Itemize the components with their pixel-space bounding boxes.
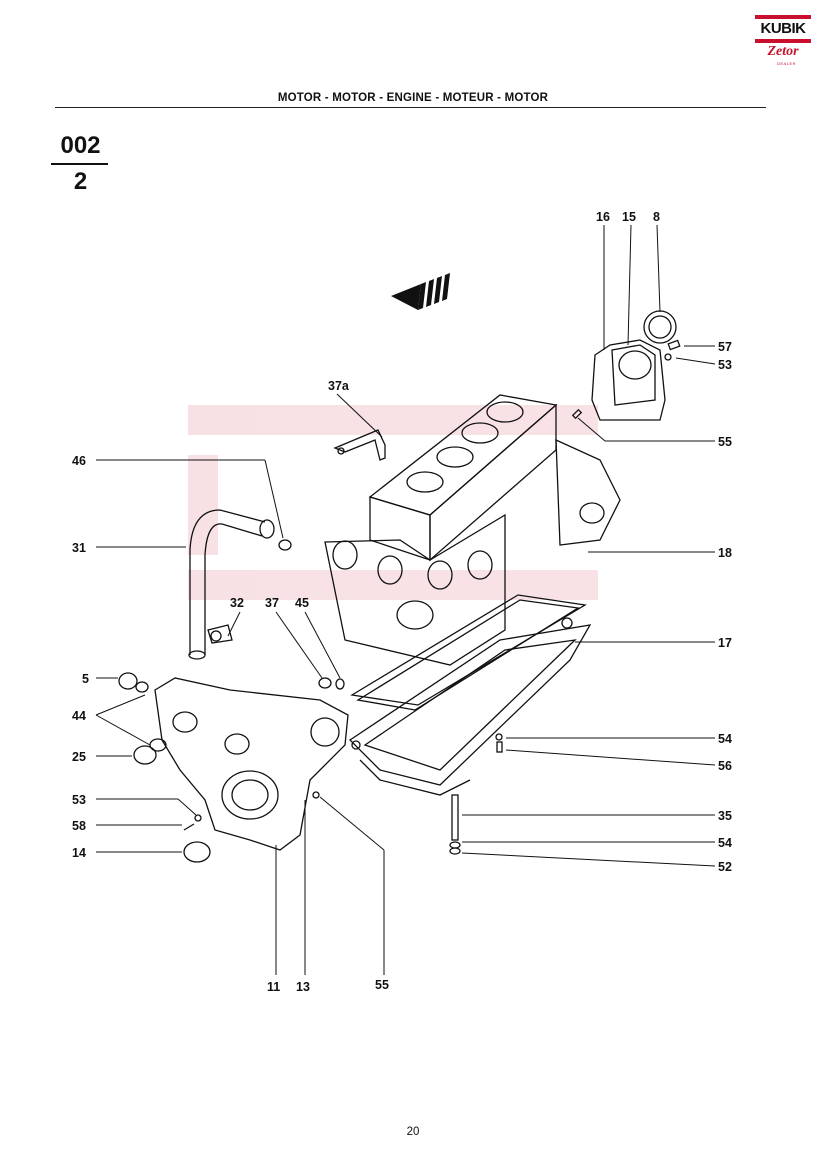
callout-54-lower: 54 [718,836,732,850]
callout-17: 17 [718,636,732,650]
studs-drawing [449,733,503,855]
callout-25: 25 [72,750,86,764]
callout-13: 13 [296,980,310,994]
callout-53-lower: 53 [72,793,86,807]
callout-55-bottom: 55 [375,978,389,992]
callout-11: 11 [267,980,280,994]
callout-57: 57 [718,340,732,354]
timing-cover-drawing [118,630,349,863]
callout-37a: 37a [328,379,350,393]
logo-bar-top [755,15,811,19]
direction-arrow-icon [391,273,450,310]
oil-pan-drawing [348,594,592,796]
cylinder-block-drawing [324,394,621,666]
callout-8: 8 [653,210,660,224]
callout-52: 52 [718,860,732,874]
callout-15: 15 [622,210,636,224]
callout-46: 46 [72,454,86,468]
rear-seal-housing-drawing [571,310,681,421]
group-number: 002 [60,132,101,159]
bracket-drawing [333,429,386,461]
callout-35: 35 [718,809,732,823]
leader-lines [95,224,716,975]
callout-44: 44 [72,709,86,723]
callout-56: 56 [718,759,732,773]
callout-37: 37 [265,596,279,610]
logo-brand-text: KUBIK [760,20,807,37]
callout-32: 32 [230,596,244,610]
breather-hose-drawing [188,509,292,660]
callout-54-upper: 54 [718,732,732,746]
callout-55-top: 55 [718,435,732,449]
page-title: MOTOR - MOTOR - ENGINE - MOTEUR - MOTOR [277,92,549,104]
header-divider [55,107,766,108]
callout-labels: 16 15 8 57 53 55 37a 46 31 18 32 37 45 1… [72,210,732,994]
watermark [188,405,598,600]
callout-18: 18 [718,546,732,560]
callout-16: 16 [596,210,610,224]
callout-58: 58 [72,819,86,833]
sheet-number: 2 [73,168,88,195]
callout-45: 45 [295,596,309,610]
group-divider [51,163,108,165]
brand-logo: KUBIK Zetor DEALER [755,15,811,71]
logo-bar-mid [755,39,811,43]
page-number: 20 [406,1126,420,1138]
logo-sub-brand: Zetor [767,44,799,59]
callout-53-top: 53 [718,358,732,372]
callout-31: 31 [72,541,86,555]
logo-tagline: DEALER [777,61,797,66]
callout-14: 14 [72,846,86,860]
callout-5: 5 [82,672,89,686]
